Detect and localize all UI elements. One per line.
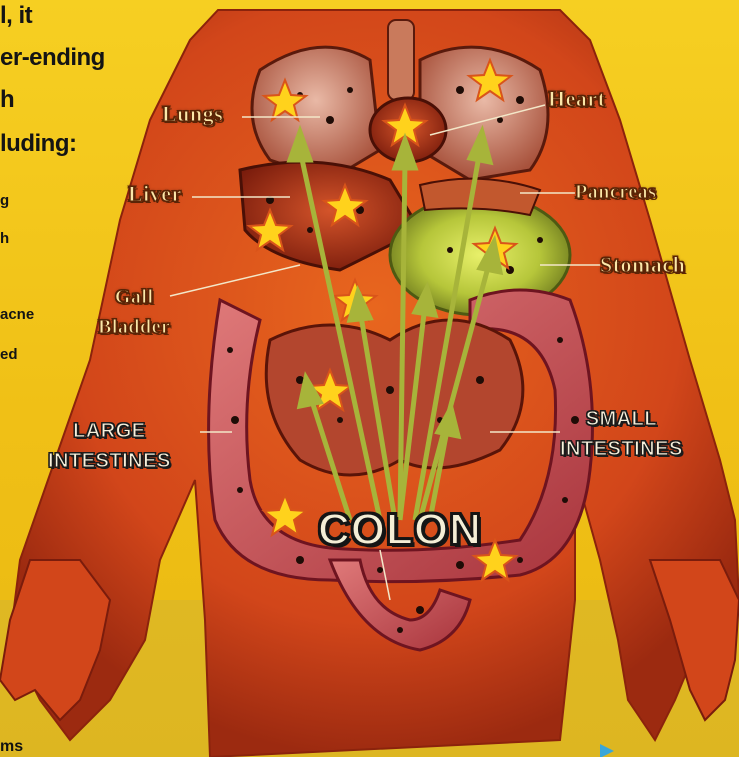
label-gall-bladder: Gall Bladder — [98, 282, 170, 342]
label-heart: Heart — [548, 86, 605, 112]
label-small-intestines: SMALL INTESTINES — [560, 404, 683, 464]
label-stomach: Stomach — [600, 252, 685, 278]
label-large-line: LARGE — [48, 416, 171, 446]
label-large-intestines: LARGE INTESTINES — [48, 416, 171, 476]
pancreas — [420, 179, 540, 215]
label-lungs: Lungs — [162, 101, 223, 127]
label-liver: Liver — [128, 181, 182, 207]
footer-text: ms — [0, 738, 23, 756]
label-intestines-line: INTESTINES — [48, 446, 171, 476]
left-lung — [252, 47, 380, 180]
label-intestines-line: INTESTINES — [560, 434, 683, 464]
label-bladder-line: Bladder — [98, 312, 170, 342]
trachea — [388, 20, 414, 100]
label-colon: COLON — [318, 505, 482, 555]
label-gall-line: Gall — [98, 282, 170, 312]
label-pancreas: Pancreas — [575, 181, 656, 204]
corner-arrow-icon — [600, 744, 614, 757]
label-small-line: SMALL — [560, 404, 683, 434]
